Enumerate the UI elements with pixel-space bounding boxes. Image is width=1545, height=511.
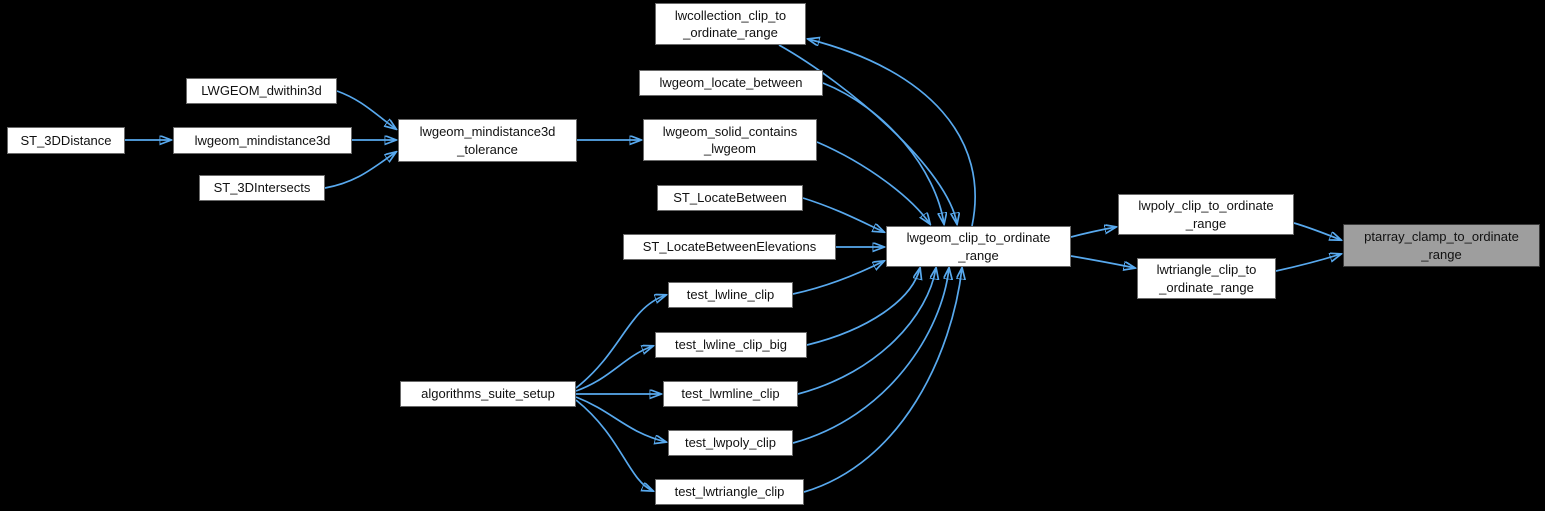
node-label: lwgeom_mindistance3d	[419, 124, 556, 140]
node-lwgeom-locate-between[interactable]: lwgeom_locate_between	[639, 70, 823, 96]
node-label: lwgeom_locate_between	[659, 75, 803, 91]
node-ST-LocateBetweenElevations[interactable]: ST_LocateBetweenElevations	[623, 234, 836, 260]
node-label: ST_LocateBetween	[673, 190, 787, 206]
node-ST-LocateBetween[interactable]: ST_LocateBetween	[657, 185, 803, 211]
node-label: lwgeom_clip_to_ordinate	[906, 230, 1051, 246]
node-test-lwpoly-clip[interactable]: test_lwpoly_clip	[668, 430, 793, 456]
edge-LWGEOM-dwithin3d-to-lwgeom-mindistance3d-tolerance	[336, 90, 396, 129]
node-lwgeom-clip-to-ordinate-range[interactable]: lwgeom_clip_to_ordinate_range	[886, 226, 1071, 267]
node-label: _range	[1185, 215, 1227, 231]
edge-ST-3DIntersects-to-lwgeom-mindistance3d-tolerance	[324, 152, 396, 189]
edge-test-lwmline-clip-to-lwgeom-clip-to-ordinate-range	[797, 268, 936, 395]
node-label: _range	[1421, 246, 1462, 262]
node-LWGEOM-dwithin3d[interactable]: LWGEOM_dwithin3d	[186, 78, 337, 104]
node-ST-3DDistance[interactable]: ST_3DDistance	[7, 127, 125, 154]
edge-lwgeom-clip-to-ordinate-range-to-lwcollection-clip-to-ordinate-range	[808, 39, 976, 227]
node-label: test_lwline_clip_big	[674, 337, 787, 353]
node-label: lwgeom_solid_contains	[662, 123, 798, 139]
node-label: ST_LocateBetweenElevations	[642, 239, 817, 255]
node-test-lwline-clip-big[interactable]: test_lwline_clip_big	[655, 332, 807, 358]
node-label: test_lwtriangle_clip	[674, 484, 785, 500]
node-label: _lwgeom	[703, 141, 757, 156]
node-lwcollection-clip-to-ordinate-range[interactable]: lwcollection_clip_to _ordinate_range	[655, 3, 806, 45]
edge-algorithms-suite-setup-to-test-lwline-clip-big	[575, 346, 653, 392]
edge-lwgeom-clip-to-ordinate-range-to-lwtriangle-clip-to-ordinate-range	[1070, 255, 1135, 268]
node-lwtriangle-clip-to-ordinate-range[interactable]: lwtriangle_clip_to_ordinate_range	[1137, 258, 1276, 299]
edge-ST-LocateBetween-to-lwgeom-clip-to-ordinate-range	[802, 197, 884, 232]
node-label: test_lwline_clip	[686, 287, 775, 303]
edge-test-lwtriangle-clip-to-lwgeom-clip-to-ordinate-range	[803, 268, 962, 493]
node-ptarray-clamp-to-ordinate-range: ptarray_clamp_to_ordinate_range	[1343, 224, 1540, 267]
edge-test-lwline-clip-big-to-lwgeom-clip-to-ordinate-range	[806, 268, 920, 346]
node-label: _ordinate_range	[1159, 279, 1254, 295]
node-label: _range	[958, 247, 999, 263]
node-label: _ordinate_range	[683, 25, 778, 40]
node-test-lwline-clip[interactable]: test_lwline_clip	[668, 282, 793, 308]
node-test-lwtriangle-clip[interactable]: test_lwtriangle_clip	[655, 479, 804, 505]
node-label: ST_3DIntersects	[213, 180, 311, 196]
edge-algorithms-suite-setup-to-test-lwtriangle-clip	[575, 399, 653, 491]
edge-lwgeom-locate-between-to-lwgeom-clip-to-ordinate-range	[822, 82, 944, 224]
edge-test-lwline-clip-to-lwgeom-clip-to-ordinate-range	[792, 261, 884, 295]
node-label: lwgeom_mindistance3d	[194, 132, 331, 148]
node-test-lwmline-clip[interactable]: test_lwmline_clip	[663, 381, 798, 407]
node-lwgeom-mindistance3d[interactable]: lwgeom_mindistance3d	[173, 127, 352, 154]
node-label: test_lwmline_clip	[681, 386, 780, 402]
node-algorithms-suite-setup[interactable]: algorithms_suite_setup	[400, 381, 576, 407]
node-label: _tolerance	[457, 141, 518, 157]
edge-lwpoly-clip-to-ordinate-range-to-ptarray-clamp-to-ordinate-range	[1293, 222, 1341, 240]
node-label: lwcollection_clip_to	[674, 7, 787, 23]
edge-lwtriangle-clip-to-ordinate-range-to-ptarray-clamp-to-ordinate-range	[1275, 254, 1341, 272]
node-label: ST_3DDistance	[20, 132, 112, 148]
node-lwgeom-mindistance3d-tolerance[interactable]: lwgeom_mindistance3d_tolerance	[398, 119, 577, 162]
node-label: lwpoly_clip_to_ordinate	[1138, 198, 1274, 214]
edge-lwgeom-solid-contains-lwgeom-to-lwgeom-clip-to-ordinate-range	[816, 141, 930, 224]
node-label: LWGEOM_dwithin3d	[201, 83, 322, 99]
node-label: lwtriangle_clip_to	[1156, 262, 1257, 278]
node-label: ptarray_clamp_to_ordinate	[1364, 229, 1519, 245]
edge-algorithms-suite-setup-to-test-lwline-clip	[575, 295, 666, 389]
node-label: algorithms_suite_setup	[421, 386, 555, 402]
node-label: test_lwpoly_clip	[684, 435, 777, 451]
edge-algorithms-suite-setup-to-test-lwpoly-clip	[575, 396, 666, 442]
edge-test-lwpoly-clip-to-lwgeom-clip-to-ordinate-range	[792, 268, 949, 444]
edge-lwgeom-clip-to-ordinate-range-to-lwpoly-clip-to-ordinate-range	[1070, 227, 1116, 238]
node-lwgeom-solid-contains-lwgeom[interactable]: lwgeom_solid_contains _lwgeom	[643, 119, 817, 161]
node-lwpoly-clip-to-ordinate-range[interactable]: lwpoly_clip_to_ordinate_range	[1118, 194, 1294, 235]
node-ST-3DIntersects[interactable]: ST_3DIntersects	[199, 175, 325, 201]
